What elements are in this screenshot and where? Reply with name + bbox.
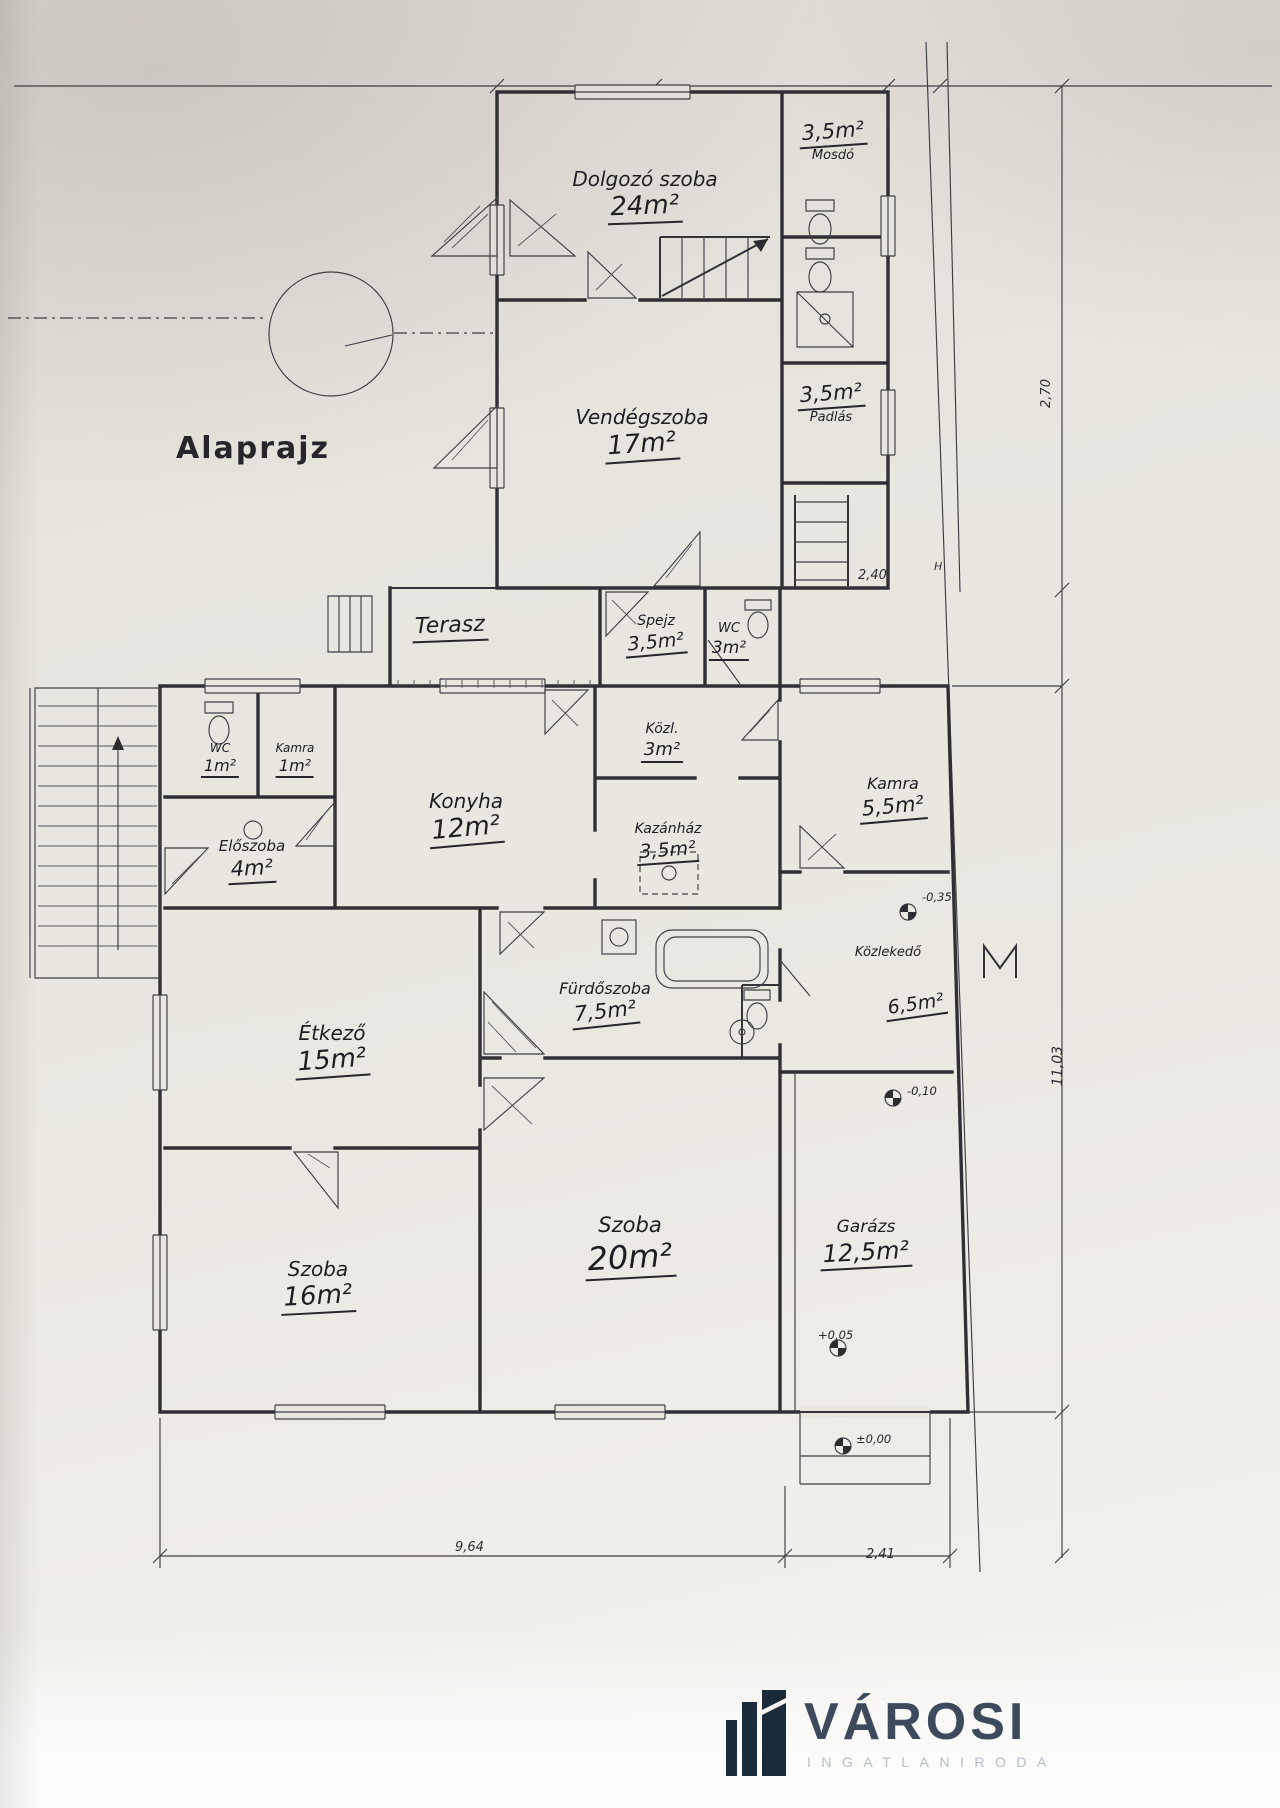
room-area: 5,5m² — [857, 791, 929, 825]
level-mark: -0,35 — [922, 890, 952, 904]
room-area: 1m² — [200, 757, 240, 779]
room-label-konyha: Konyha 12m² — [427, 789, 505, 850]
shower-icon — [796, 291, 854, 348]
varosi-logo: VÁROSI INGATLANIRODA — [726, 1690, 1057, 1776]
room-name: Spejz — [637, 613, 675, 629]
level-mark: -0,10 — [907, 1084, 937, 1098]
sink-icon — [243, 820, 263, 840]
scan-smudge — [512, 1795, 564, 1808]
room-label-kamra-5: Kamra 5,5m² — [857, 774, 929, 825]
room-label-etkezo: Étkező 15m² — [293, 1021, 371, 1082]
windows — [152, 84, 930, 1420]
room-name: Étkező — [298, 1021, 366, 1045]
toilet-icon — [744, 599, 772, 611]
room-area: 3,5m² — [636, 837, 700, 867]
bathtub-icon — [655, 929, 769, 989]
room-name: Előszoba — [218, 837, 286, 855]
room-label-mosdo: Mosdó 3,5m² — [798, 117, 868, 163]
toilet-icon — [204, 701, 234, 714]
room-area: 12,5m² — [819, 1236, 913, 1272]
room-label-kazanhaz: Kazánház 3,5m² — [634, 821, 702, 867]
room-label-kozlekedo-name: Közlekedő — [855, 942, 921, 961]
room-area: 1m² — [275, 757, 315, 779]
room-label-spejz: Spejz 3,5m² — [623, 613, 689, 659]
room-area: 24m² — [607, 190, 683, 226]
door-symbols — [164, 196, 846, 1210]
room-area: 3m² — [708, 638, 750, 661]
dimension-lines — [8, 41, 1272, 1573]
room-label-wc-1: WC 1m² — [200, 741, 240, 779]
room-label-garazs: Garázs 12,5m² — [819, 1217, 913, 1272]
washer-icon — [601, 919, 637, 955]
room-label-kozlekedo-area: 6,5m² — [883, 989, 949, 1023]
logo-tagline: INGATLANIRODA — [807, 1754, 1057, 1770]
room-name: Kazánház — [634, 821, 702, 837]
dimension-bottom-garage: 2,41 — [866, 1547, 895, 1562]
room-name: Garázs — [836, 1217, 896, 1237]
logo-text: VÁROSI INGATLANIRODA — [804, 1696, 1057, 1770]
stairs — [29, 237, 931, 1485]
room-area: 12m² — [427, 810, 505, 850]
sink-icon — [729, 1019, 755, 1045]
room-label-furdoszoba: Fürdőszoba 7,5m² — [559, 979, 651, 1030]
room-area: 3,5m² — [796, 379, 866, 411]
dimension-upper-right: 2,70 — [1038, 379, 1054, 408]
room-name: Kamra — [867, 774, 919, 793]
room-area: 15m² — [293, 1043, 371, 1082]
room-area: 20m² — [583, 1235, 677, 1281]
room-label-terasz: Terasz — [411, 612, 489, 643]
fixtures — [204, 199, 1017, 1045]
room-label-szoba-20: Szoba 20m² — [583, 1213, 677, 1281]
site-tree-circle — [268, 271, 394, 397]
room-area: 16m² — [279, 1280, 357, 1317]
room-area: 17m² — [603, 427, 681, 466]
room-name: WC — [209, 741, 231, 755]
room-name: Szoba — [287, 1257, 349, 1281]
room-name: Dolgozó szoba — [572, 167, 718, 191]
room-name: Konyha — [428, 789, 504, 813]
room-name: Közlekedő — [854, 945, 922, 960]
dimension-mid-right: 2,40 — [858, 568, 887, 583]
room-name: Szoba — [598, 1213, 662, 1237]
room-label-dolgozo-szoba: Dolgozó szoba 24m² — [572, 167, 718, 226]
room-name: Fürdőszoba — [559, 979, 651, 998]
level-mark: ±0,00 — [856, 1432, 892, 1446]
toilet-icon — [805, 199, 835, 212]
room-label-vendegszoba: Vendégszoba 17m² — [575, 405, 709, 466]
room-area: 4m² — [227, 855, 277, 885]
room-label-padlas: Padlás 3,5m² — [796, 379, 866, 425]
dimension-bottom-main: 9,64 — [455, 1540, 484, 1555]
room-label-wc-3: WC 3m² — [708, 621, 750, 661]
room-name: Vendégszoba — [575, 405, 709, 429]
room-area: 3m² — [640, 739, 684, 763]
room-label-eloszoba: Előszoba 4m² — [218, 837, 286, 885]
level-markers — [829, 903, 917, 1455]
room-name: Közl. — [645, 721, 679, 737]
room-label-kamra-1: Kamra 1m² — [275, 741, 315, 779]
room-area: 3,5m² — [798, 117, 868, 149]
dimension-right-vertical: 11,03 — [1050, 1045, 1067, 1087]
room-name: Mosdó — [811, 147, 855, 163]
room-name: Terasz — [411, 612, 489, 643]
page-title: Alaprajz — [175, 431, 331, 466]
building-icon — [726, 1690, 786, 1776]
room-name: WC — [718, 621, 740, 636]
room-area: 7,5m² — [569, 996, 641, 1030]
toilet-icon — [805, 247, 835, 260]
logo-brand: VÁROSI — [804, 1693, 1028, 1751]
room-area: 3,5m² — [623, 628, 689, 659]
room-label-kozl: Közl. 3m² — [640, 721, 684, 763]
room-area: 6,5m² — [883, 989, 949, 1023]
room-name: Padlás — [809, 409, 853, 425]
boundary-mark-h: H — [934, 560, 943, 573]
room-label-szoba-16: Szoba 16m² — [279, 1257, 357, 1317]
room-name: Kamra — [275, 741, 315, 755]
level-mark: +0,05 — [818, 1328, 854, 1342]
toilet-icon — [743, 989, 771, 1001]
radiator-icon — [983, 942, 1017, 978]
